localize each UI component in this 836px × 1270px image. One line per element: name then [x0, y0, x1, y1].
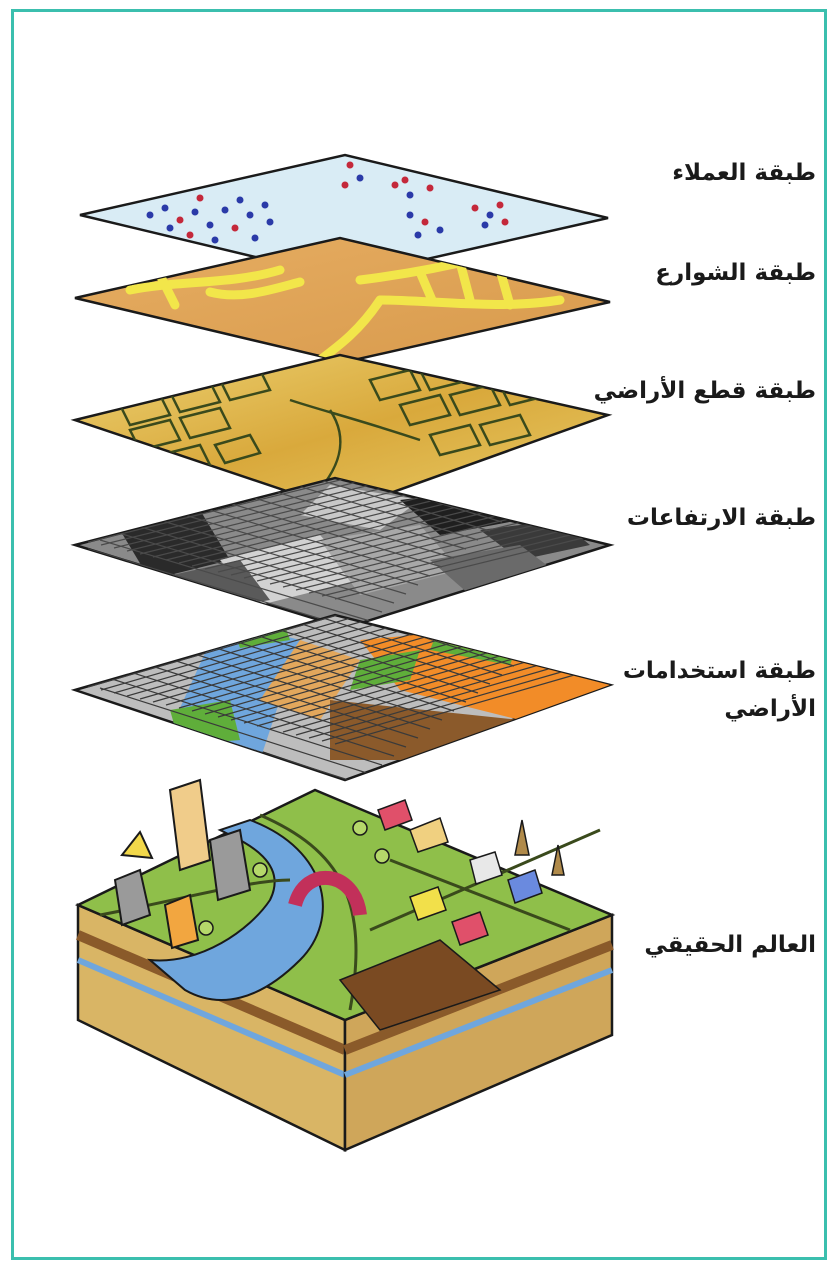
land-use-layer-label: طبقة استخدامات الأراضي [623, 652, 816, 728]
streets-layer [74, 236, 611, 364]
land-use-layer [70, 613, 615, 782]
diagram-frame [11, 9, 827, 1260]
customer-points [146, 161, 509, 244]
real-world-block [74, 778, 616, 1152]
elevation-layer [70, 476, 615, 630]
real-world-label: العالم الحقيقي [644, 932, 816, 958]
land-use-label-line-2: الأراضي [724, 696, 816, 722]
parcels-layer-label: طبقة قطع الأراضي [593, 378, 816, 404]
elevation-layer-label: طبقة الارتفاعات [626, 505, 816, 531]
customers-layer-label: طبقة العملاء [672, 160, 816, 186]
land-use-label-line-1: طبقة استخدامات [622, 658, 816, 684]
streets-layer-label: طبقة الشوارع [655, 260, 816, 286]
parcels-layer [70, 353, 613, 512]
